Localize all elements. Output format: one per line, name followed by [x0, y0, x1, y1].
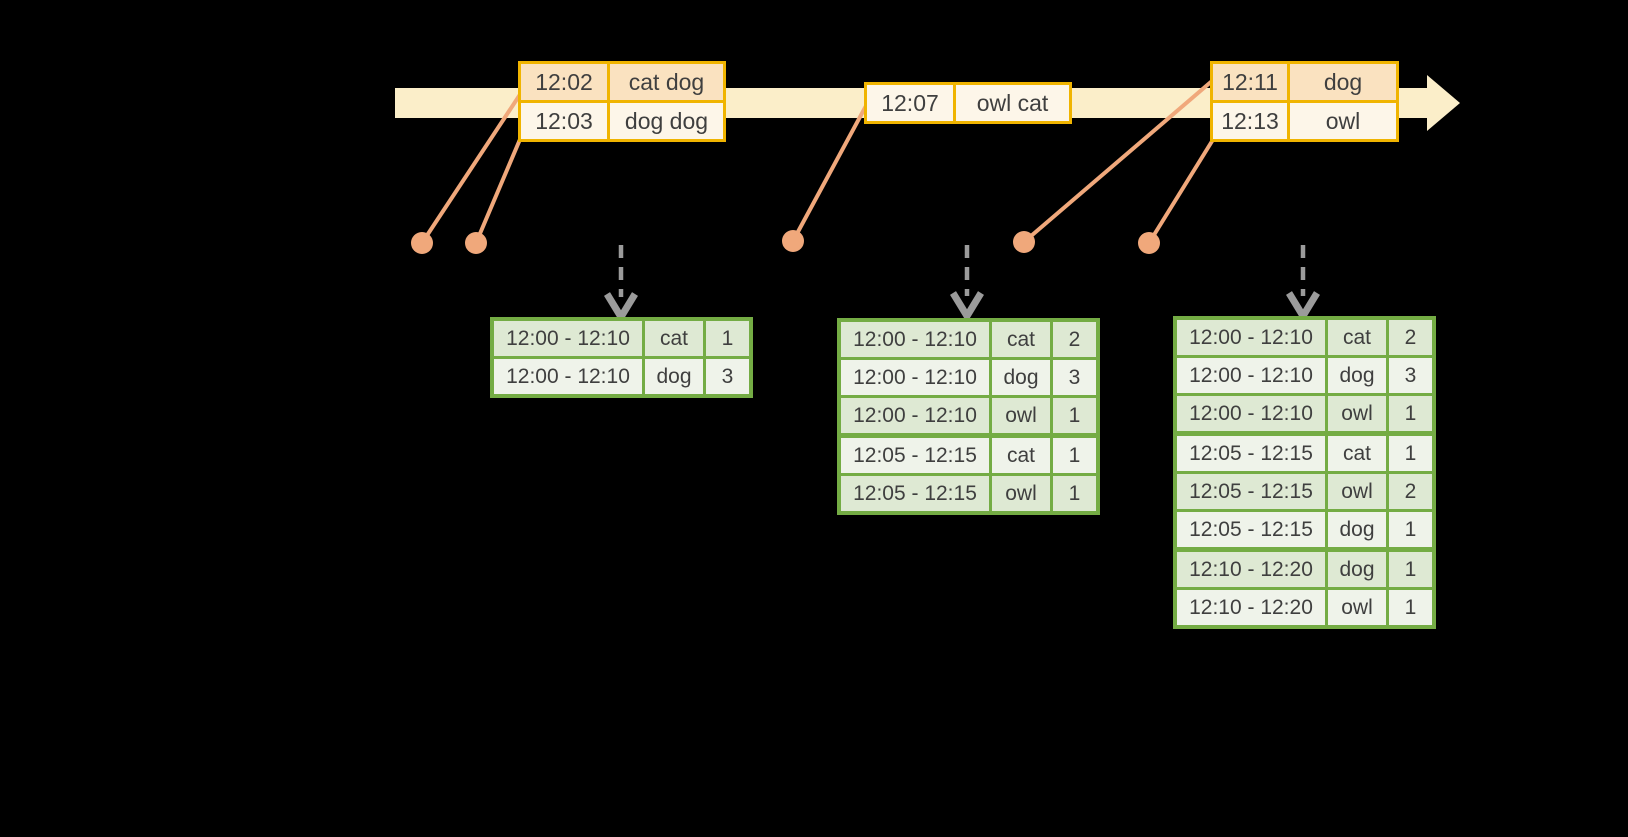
event-box-3: 12:11 dog 12:13 owl	[1210, 61, 1399, 142]
timeline-arrowhead-icon	[1427, 75, 1460, 131]
result-table-3: 12:00 - 12:10 cat 2 12:00 - 12:10 dog 3 …	[1173, 316, 1436, 629]
table-row: 12:00 - 12:10 owl 1	[841, 398, 1096, 433]
word-cell: owl	[1328, 590, 1386, 625]
word-cell: dog	[992, 360, 1050, 395]
window-cell: 12:10 - 12:20	[1177, 552, 1325, 587]
table-row: 12:10 - 12:20 dog 1	[1177, 552, 1432, 587]
count-cell: 2	[1389, 474, 1432, 509]
word-cell: owl	[992, 476, 1050, 511]
window-cell: 12:00 - 12:10	[1177, 358, 1325, 393]
table-row: 12:05 - 12:15 owl 2	[1177, 474, 1432, 509]
count-cell: 1	[706, 321, 749, 356]
event-row: 12:02 cat dog	[521, 64, 723, 100]
window-cell: 12:00 - 12:10	[841, 322, 989, 357]
event-marker-dot	[782, 230, 804, 252]
event-marker-dot	[465, 232, 487, 254]
count-cell: 3	[1053, 360, 1096, 395]
trigger-arrowhead-icon	[950, 291, 984, 323]
word-cell: cat	[645, 321, 703, 356]
table-row: 12:00 - 12:10 dog 3	[1177, 358, 1432, 393]
event-box-2: 12:07 owl cat	[864, 82, 1072, 124]
event-words-cell: owl cat	[956, 85, 1069, 121]
count-cell: 1	[1053, 438, 1096, 473]
word-cell: dog	[645, 359, 703, 394]
window-cell: 12:05 - 12:15	[1177, 436, 1325, 471]
word-cell: cat	[1328, 436, 1386, 471]
word-cell: cat	[1328, 320, 1386, 355]
trigger-arrowhead-icon	[1286, 291, 1320, 323]
trigger-arrows	[604, 245, 1320, 324]
event-marker-dot	[411, 232, 433, 254]
count-cell: 3	[1389, 358, 1432, 393]
table-row: 12:05 - 12:15 dog 1	[1177, 512, 1432, 547]
table-row: 12:00 - 12:10 cat 2	[1177, 320, 1432, 355]
word-cell: owl	[992, 398, 1050, 433]
event-box-1: 12:02 cat dog 12:03 dog dog	[518, 61, 726, 142]
word-cell: owl	[1328, 474, 1386, 509]
event-marker-dot	[1138, 232, 1160, 254]
event-time-cell: 12:11	[1213, 64, 1287, 100]
count-cell: 1	[1389, 590, 1432, 625]
window-cell: 12:00 - 12:10	[1177, 396, 1325, 431]
window-cell: 12:05 - 12:15	[1177, 512, 1325, 547]
table-row: 12:00 - 12:10 dog 3	[494, 359, 749, 394]
table-row: 12:05 - 12:15 cat 1	[841, 438, 1096, 473]
window-cell: 12:00 - 12:10	[841, 398, 989, 433]
count-cell: 1	[1053, 476, 1096, 511]
window-cell: 12:05 - 12:15	[841, 476, 989, 511]
event-time-cell: 12:07	[867, 85, 953, 121]
count-cell: 1	[1389, 512, 1432, 547]
event-marker-dot	[1013, 231, 1035, 253]
table-row: 12:05 - 12:15 owl 1	[841, 476, 1096, 511]
event-connector-line	[1147, 136, 1216, 245]
window-cell: 12:00 - 12:10	[494, 321, 642, 356]
event-row: 12:11 dog	[1213, 64, 1396, 100]
event-words-cell: cat dog	[610, 64, 723, 100]
event-marker-dots	[411, 230, 1160, 254]
event-words-cell: dog dog	[610, 103, 723, 139]
window-cell: 12:05 - 12:15	[841, 438, 989, 473]
count-cell: 1	[1389, 552, 1432, 587]
event-time-cell: 12:13	[1213, 103, 1287, 139]
event-row: 12:07 owl cat	[867, 85, 1069, 121]
word-cell: dog	[1328, 552, 1386, 587]
count-cell: 3	[706, 359, 749, 394]
event-connector-line	[791, 103, 869, 242]
word-cell: dog	[1328, 358, 1386, 393]
event-words-cell: dog	[1290, 64, 1396, 100]
table-row: 12:00 - 12:10 cat 2	[841, 322, 1096, 357]
word-cell: cat	[992, 322, 1050, 357]
table-row: 12:05 - 12:15 cat 1	[1177, 436, 1432, 471]
window-cell: 12:10 - 12:20	[1177, 590, 1325, 625]
table-row: 12:10 - 12:20 owl 1	[1177, 590, 1432, 625]
event-time-cell: 12:03	[521, 103, 607, 139]
event-connector-line	[474, 136, 523, 244]
window-cell: 12:00 - 12:10	[1177, 320, 1325, 355]
result-table-2: 12:00 - 12:10 cat 2 12:00 - 12:10 dog 3 …	[837, 318, 1100, 515]
event-words-cell: owl	[1290, 103, 1396, 139]
table-row: 12:00 - 12:10 dog 3	[841, 360, 1096, 395]
trigger-arrowhead-icon	[604, 292, 638, 324]
count-cell: 1	[1389, 436, 1432, 471]
event-row: 12:03 dog dog	[521, 103, 723, 139]
count-cell: 2	[1053, 322, 1096, 357]
event-row: 12:13 owl	[1213, 103, 1396, 139]
count-cell: 1	[1389, 396, 1432, 431]
count-cell: 1	[1053, 398, 1096, 433]
table-row: 12:00 - 12:10 owl 1	[1177, 396, 1432, 431]
count-cell: 2	[1389, 320, 1432, 355]
event-time-cell: 12:02	[521, 64, 607, 100]
table-row: 12:00 - 12:10 cat 1	[494, 321, 749, 356]
word-cell: owl	[1328, 396, 1386, 431]
window-cell: 12:00 - 12:10	[841, 360, 989, 395]
result-table-1: 12:00 - 12:10 cat 1 12:00 - 12:10 dog 3	[490, 317, 753, 398]
window-cell: 12:05 - 12:15	[1177, 474, 1325, 509]
word-cell: dog	[1328, 512, 1386, 547]
window-cell: 12:00 - 12:10	[494, 359, 642, 394]
word-cell: cat	[992, 438, 1050, 473]
